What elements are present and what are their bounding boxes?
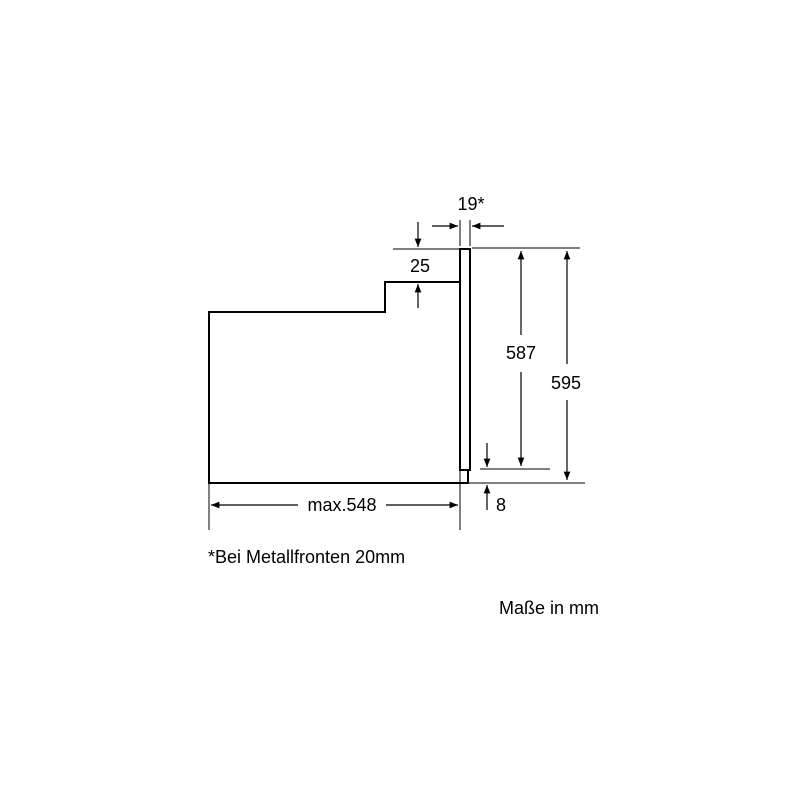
depth-dimension: max.548 [208, 470, 461, 530]
depth-label: max.548 [307, 495, 376, 515]
units-note: Maße in mm [499, 598, 600, 618]
total-height-dimension: 595 [551, 250, 581, 480]
total-height-label: 595 [551, 373, 581, 393]
bottom-offset-label: 8 [496, 495, 506, 515]
bottom-offset-dimension: 8 [483, 443, 506, 515]
inner-height-label: 587 [506, 343, 536, 363]
oven-body-outline [208, 281, 469, 484]
inner-height-dimension: 587 [506, 250, 536, 466]
step-height-dimension: 25 [393, 222, 460, 308]
step-height-label: 25 [410, 256, 430, 276]
front-thickness-label: 19* [457, 194, 484, 214]
front-thickness-dimension: 19* [432, 194, 504, 246]
metal-front-footnote: *Bei Metallfronten 20mm [208, 547, 406, 567]
oven-front-panel [459, 248, 471, 471]
